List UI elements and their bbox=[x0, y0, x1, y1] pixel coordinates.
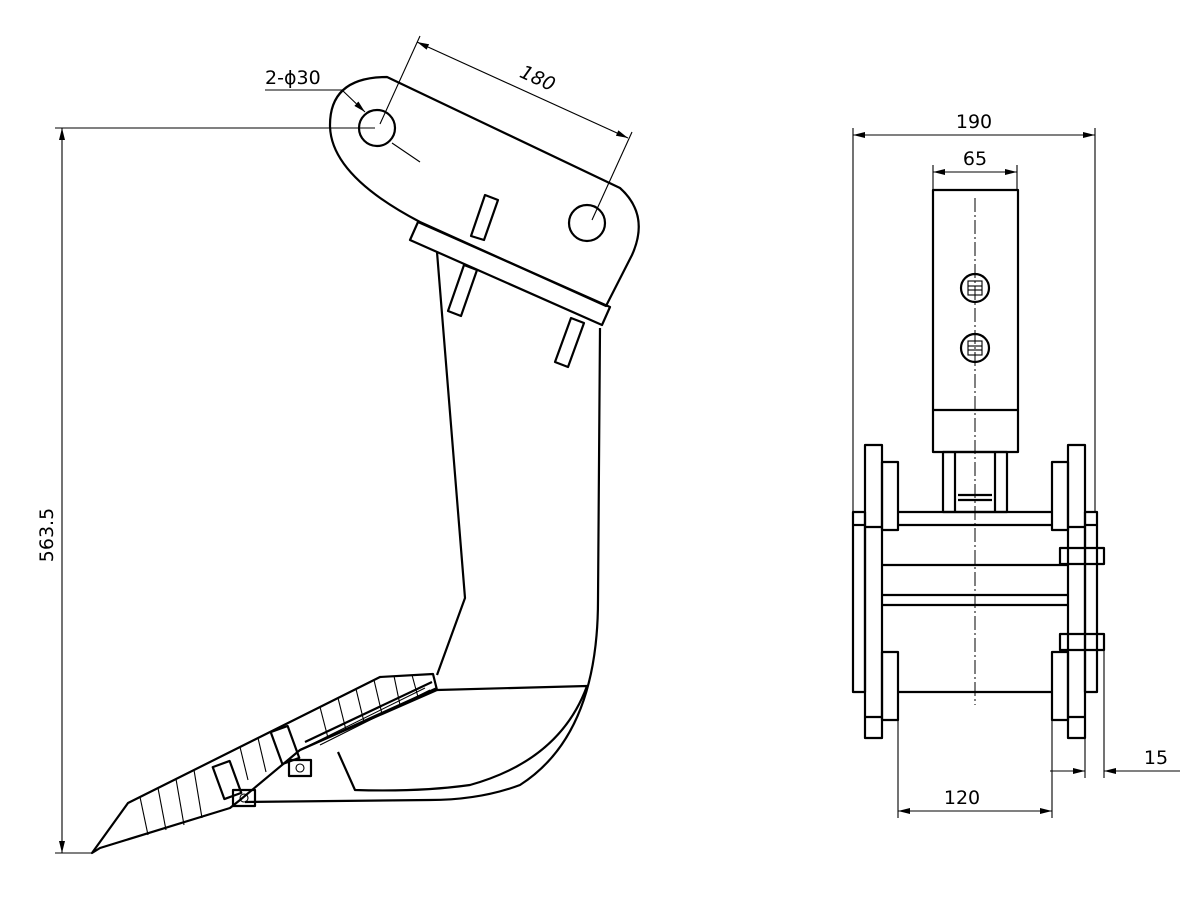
ripper-tooth bbox=[90, 672, 439, 855]
bolt bbox=[211, 759, 257, 808]
inner-span-dimension: 120 bbox=[897, 720, 1053, 818]
side-bolt bbox=[1058, 632, 1106, 652]
block-width-dimension: 65 bbox=[932, 148, 1018, 190]
pin-spacing-dimension: 180 bbox=[379, 35, 633, 221]
offset-label: 15 bbox=[1144, 747, 1168, 769]
inner-span-label: 120 bbox=[944, 787, 980, 809]
stud bbox=[446, 263, 479, 318]
stud bbox=[553, 316, 586, 369]
height-label: 563.5 bbox=[36, 508, 58, 562]
base-plate bbox=[408, 220, 612, 327]
pin-hole bbox=[357, 108, 397, 148]
front-view: 190 65 bbox=[851, 111, 1180, 818]
link-plate bbox=[328, 75, 640, 369]
hitch-body bbox=[851, 443, 1106, 740]
side-bolt bbox=[1058, 546, 1106, 566]
width-dimension: 190 bbox=[852, 111, 1096, 512]
width-label: 190 bbox=[956, 111, 992, 133]
hole-callout: 2-ϕ30 bbox=[265, 67, 421, 163]
side-view: 563.5 2-ϕ30 180 bbox=[36, 35, 640, 855]
hole-callout-label: 2-ϕ30 bbox=[265, 67, 321, 89]
stud bbox=[469, 193, 500, 242]
bolt bbox=[269, 724, 313, 778]
pin-spacing-label: 180 bbox=[516, 61, 558, 96]
pin-hole bbox=[567, 203, 607, 243]
offset-dimension: 15 bbox=[1050, 650, 1180, 778]
height-dimension: 563.5 bbox=[36, 127, 375, 854]
shank bbox=[244, 251, 602, 804]
block-width-label: 65 bbox=[963, 148, 987, 170]
